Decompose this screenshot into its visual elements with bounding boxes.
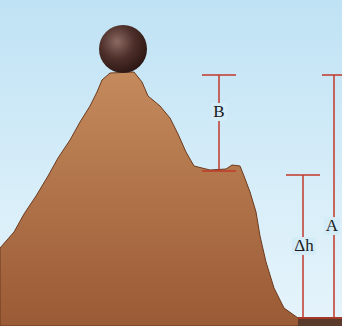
dimension-label: B bbox=[211, 103, 226, 121]
dimension-lines bbox=[202, 75, 342, 318]
dimension-label: A bbox=[324, 217, 340, 235]
boulder bbox=[99, 25, 147, 73]
mountain bbox=[0, 72, 342, 326]
ground-strip bbox=[298, 317, 342, 326]
dimension-label: Δh bbox=[292, 237, 315, 255]
